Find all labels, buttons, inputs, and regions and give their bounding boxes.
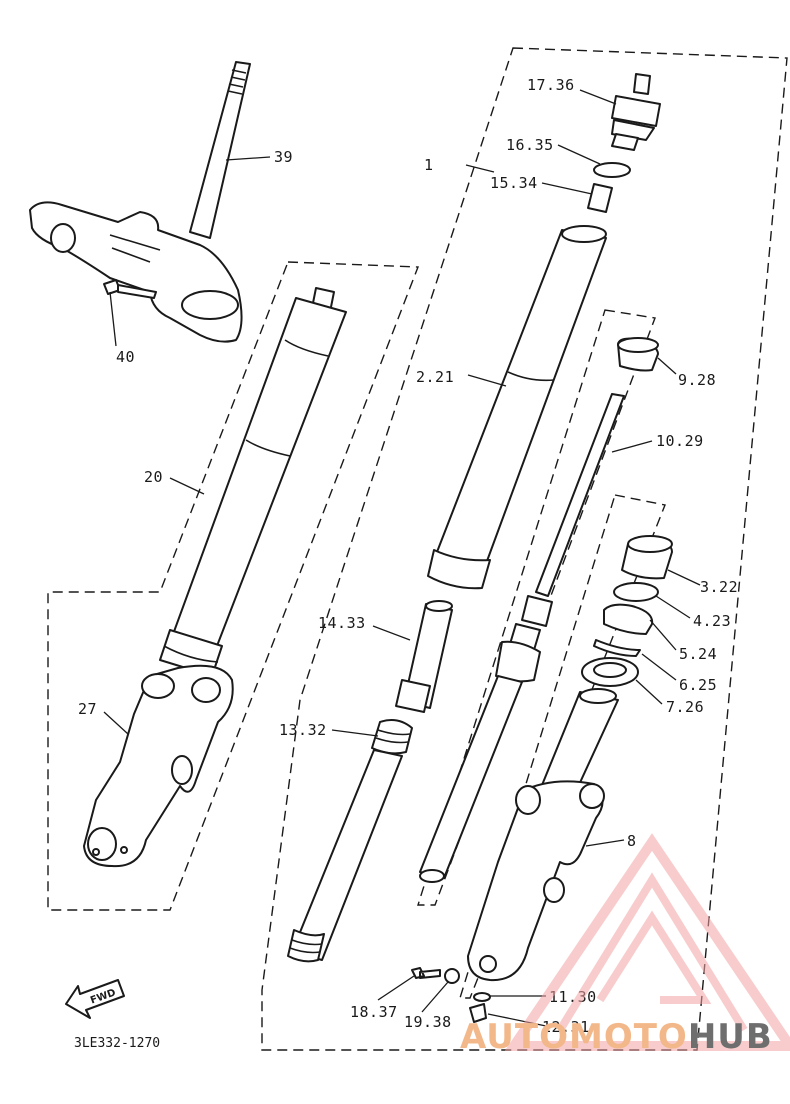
slide-bushing-14: [395, 600, 453, 713]
fwd-arrow: FWD: [65, 979, 125, 1019]
drawing-code: 3LE332-1270: [74, 1036, 160, 1051]
callout-5: 5.24: [679, 645, 717, 663]
dust-seal-7: [581, 657, 639, 687]
outer-tube-2: [427, 225, 607, 590]
inner-tube-8: [467, 688, 619, 982]
bolt-40: [103, 279, 157, 299]
callout-19: 19.38: [404, 1013, 452, 1031]
piston-metal-9: [617, 337, 659, 372]
watermark-triangle-icon: [504, 833, 790, 1051]
left-lower-leg-27: [83, 664, 234, 868]
callout-4: 4.23: [693, 612, 731, 630]
collar-15: [587, 183, 613, 213]
callout-18: 18.37: [350, 1003, 398, 1021]
group-boundary-main: [261, 47, 788, 1051]
group-boundary-left-fork: [47, 261, 420, 911]
steering-stem-39: [29, 61, 251, 343]
washer-19: [444, 968, 460, 984]
callout-20: 20: [144, 468, 163, 486]
left-fork-assembly-20: [159, 287, 347, 677]
watermark-text-auto: AUTOMOTOHUB: [460, 1017, 773, 1057]
o-ring-16: [593, 162, 631, 178]
clip-6: [593, 639, 641, 657]
callout-10: 10.29: [656, 432, 704, 450]
damper-rod-10: [419, 393, 625, 883]
callout-2: 2.21: [416, 368, 454, 386]
callout-40: 40: [116, 348, 135, 366]
washer-4: [613, 582, 659, 602]
spring-13: [287, 719, 413, 963]
callout-1: 1: [424, 156, 434, 174]
gasket-11: [473, 992, 491, 1002]
cap-bolt-17: [611, 73, 661, 151]
callout-27: 27: [78, 700, 97, 718]
callout-17: 17.36: [527, 76, 575, 94]
callout-3: 3.22: [700, 578, 738, 596]
oil-seal-5: [603, 603, 654, 635]
oil-seal-3: [621, 535, 673, 580]
group-boundary-damper: [417, 309, 656, 906]
callout-6: 6.25: [679, 676, 717, 694]
bolt-18: [411, 967, 441, 979]
group-boundary-outer-tube: [459, 494, 666, 999]
callout-13: 13.32: [279, 721, 327, 739]
callout-7: 7.26: [666, 698, 704, 716]
leader-lines: [103, 89, 701, 1027]
callout-16: 16.35: [506, 136, 554, 154]
callout-15: 15.34: [490, 174, 538, 192]
callout-9: 9.28: [678, 371, 716, 389]
watermark-logo: AUTOMOTOHUB: [460, 833, 790, 1057]
bolt-12: [469, 1003, 487, 1023]
callout-14: 14.33: [318, 614, 366, 632]
callout-8: 8: [627, 832, 637, 850]
callout-39: 39: [274, 148, 293, 166]
